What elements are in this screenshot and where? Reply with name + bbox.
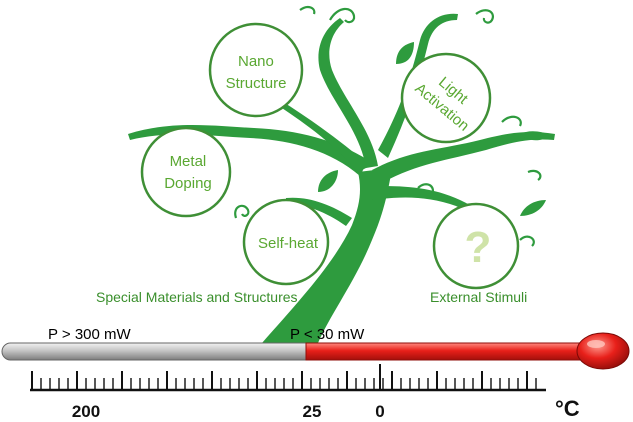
- thermometer-tube-cold: [1, 342, 315, 361]
- tree-branch-upper-middle: [318, 18, 378, 168]
- leaf: [318, 170, 338, 192]
- question-mark: ?: [465, 223, 492, 272]
- tree-tendrils: [234, 5, 542, 247]
- scale-label-0: 0: [375, 402, 384, 421]
- thermometer: [1, 332, 630, 370]
- bubble-nano-structure: Nano Structure: [208, 22, 304, 118]
- leaf: [520, 131, 552, 141]
- temperature-scale: 200 25 0 °C: [30, 364, 580, 421]
- bubble-circle: [242, 198, 330, 286]
- scale-label-25: 25: [303, 402, 322, 421]
- svg-text:?: ?: [465, 223, 492, 272]
- tree-branch-upper-left: [250, 72, 370, 172]
- bubble-circle: [432, 202, 520, 290]
- bubble-self-heat: Self-heat: [242, 198, 330, 286]
- bubble-metal-doping: Metal Doping: [140, 126, 232, 218]
- leaf: [396, 42, 414, 64]
- bubble-light-activation: Light Activation: [400, 52, 492, 144]
- scale-label-200: 200: [72, 402, 100, 421]
- thermometer-tube-hot: [305, 342, 591, 361]
- bubble-circle: [208, 22, 304, 118]
- bubble-label: Self-heat: [258, 235, 319, 252]
- svg-text:Metal Doping: Metal Doping: [164, 153, 212, 192]
- bulb-highlight: [587, 340, 605, 348]
- bubble-label: Metal: [170, 153, 207, 170]
- bubble-label: Doping: [164, 175, 212, 192]
- bubble-label: Nano: [238, 53, 274, 70]
- bubble-label: Structure: [226, 75, 287, 92]
- tree: [128, 13, 555, 343]
- tree-branch-right-upper: [378, 13, 458, 158]
- leaf: [520, 200, 546, 216]
- svg-text:Self-heat: Self-heat: [258, 235, 319, 252]
- scale-unit: °C: [555, 396, 580, 421]
- category-label-left: Special Materials and Structures: [96, 289, 298, 305]
- tree-branch-lower-right: [372, 186, 490, 226]
- thermometer-bulb: [576, 332, 630, 370]
- power-label-low: P < 30 mW: [290, 326, 365, 343]
- bubble-unknown: ?: [432, 202, 520, 290]
- tree-trunk: [262, 168, 392, 343]
- tree-branch-left: [128, 125, 368, 176]
- svg-text:Nano Structure: Nano Structure: [226, 53, 287, 92]
- power-label-high: P > 300 mW: [48, 326, 132, 343]
- scale-ticks: [31, 364, 537, 390]
- bubble-circle: [140, 126, 232, 218]
- category-label-right: External Stimuli: [430, 289, 527, 305]
- bubble-circle: [400, 52, 492, 144]
